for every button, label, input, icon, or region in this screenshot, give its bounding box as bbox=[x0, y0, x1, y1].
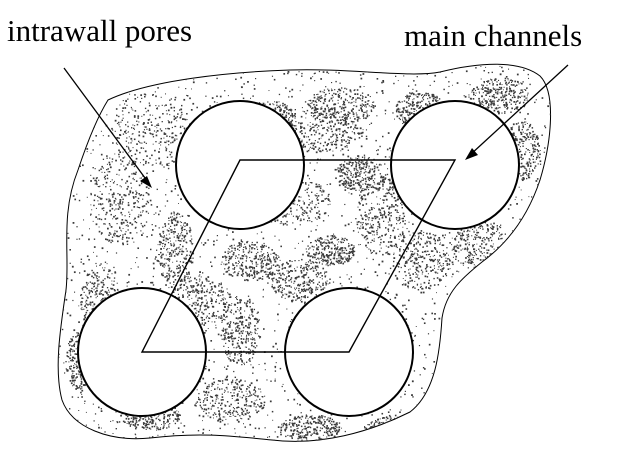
intrawall-pores-label: intrawall pores bbox=[7, 13, 192, 48]
channel-interiors bbox=[78, 101, 519, 416]
main-channels-label: main channels bbox=[404, 18, 582, 53]
intrawall-leader-line bbox=[64, 68, 148, 182]
